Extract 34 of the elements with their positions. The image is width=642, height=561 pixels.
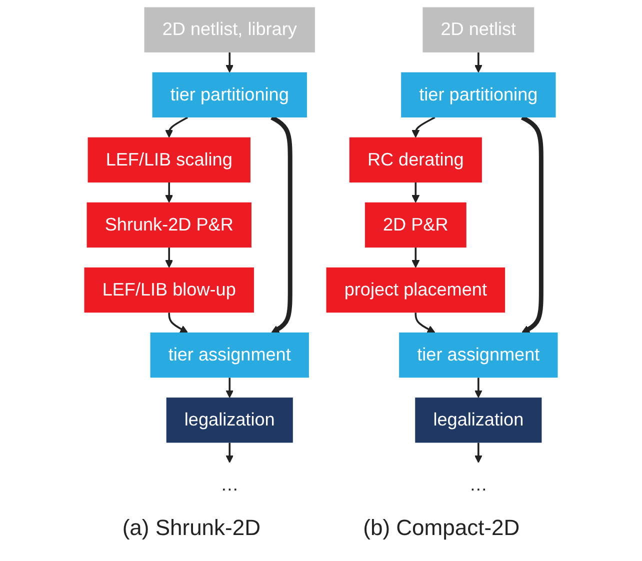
arrow — [412, 182, 420, 203]
node-box: legalization — [415, 398, 542, 443]
arrow — [165, 116, 188, 138]
node-box: 2D P&R — [364, 202, 466, 248]
arrow — [414, 312, 436, 333]
node-box: 2D netlist, library — [144, 7, 315, 52]
node-text: … — [220, 475, 239, 496]
arrow — [226, 442, 234, 463]
node-box: RC derating — [349, 137, 482, 182]
node-box: tier partitioning — [152, 72, 307, 118]
arrow — [165, 248, 174, 268]
node-box: tier assignment — [399, 332, 558, 378]
arrow — [474, 442, 482, 463]
arrow — [226, 378, 234, 398]
arrow — [412, 248, 420, 268]
arrow — [474, 52, 482, 73]
arrow — [165, 182, 174, 203]
node-text: … — [469, 475, 488, 496]
arrow — [270, 115, 292, 333]
node-box: project placement — [326, 267, 506, 313]
node-box: LEF/LIB scaling — [88, 137, 250, 182]
arrow — [168, 312, 188, 333]
node-box: tier assignment — [150, 332, 309, 378]
node-box: Shrunk-2D P&R — [86, 202, 252, 248]
arrow — [412, 116, 436, 138]
arrow — [520, 115, 544, 333]
caption-text: (a) Shrunk-2D — [122, 515, 260, 541]
caption-text: (b) Compact-2D — [363, 515, 520, 541]
node-box: legalization — [166, 398, 293, 443]
arrow — [474, 378, 482, 398]
node-box: LEF/LIB blow-up — [84, 267, 254, 313]
node-box: tier partitioning — [401, 72, 556, 118]
arrow — [226, 52, 234, 73]
node-box: 2D netlist — [422, 7, 534, 52]
